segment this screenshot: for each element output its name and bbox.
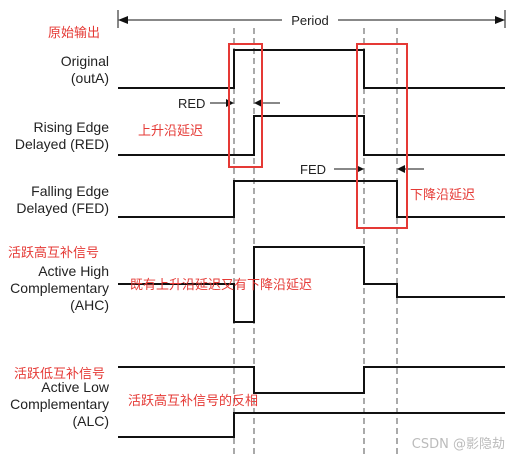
red-delay-label: RED <box>178 96 205 111</box>
falling-edge-highlight-box <box>356 43 408 229</box>
label-fed-line2: Delayed (FED) <box>16 200 109 216</box>
both-delays-note-cn: 既有上升沿延迟又有下降沿延迟 <box>130 278 312 293</box>
waveform-red <box>118 115 505 156</box>
label-alc-line2: Complementary <box>10 396 109 412</box>
period-arrowhead-left <box>118 16 128 24</box>
label-original-line1: Original <box>61 53 109 69</box>
period-arrowhead-right <box>495 16 505 24</box>
waveform-fed <box>118 180 505 218</box>
label-ahc-line2: Complementary <box>10 280 109 296</box>
red-arrowhead-right <box>254 99 262 107</box>
waveform-original <box>118 49 505 89</box>
label-ahc-line3: (AHC) <box>70 297 109 313</box>
rising-delay-note-cn: 上升沿延迟 <box>138 124 203 139</box>
waveform-alc-lower <box>118 412 505 438</box>
output-label-cn: 原始输出 <box>48 25 100 41</box>
period-label: Period <box>291 13 329 28</box>
ahc-title-cn: 活跃高互补信号 <box>8 245 99 261</box>
alc-title-cn: 活跃低互补信号 <box>14 367 105 382</box>
fed-arrowhead-right <box>397 165 405 173</box>
label-alc-line1: Active Low <box>41 379 110 395</box>
waveform-alc-upper <box>118 366 505 394</box>
label-red-line1: Rising Edge <box>34 119 110 135</box>
rising-edge-highlight-box <box>228 43 263 168</box>
alc-inverse-note-cn: 活跃高互补信号的反相 <box>128 393 258 409</box>
label-ahc-line1: Active High <box>38 263 109 279</box>
csdn-watermark: CSDN @影隐劫 <box>412 437 505 452</box>
fed-delay-label: FED <box>300 162 326 177</box>
label-red-line2: Delayed (RED) <box>15 136 109 152</box>
waveform-ahc <box>118 246 505 323</box>
label-alc-line3: (ALC) <box>72 413 109 429</box>
falling-delay-note-cn: 下降沿延迟 <box>410 188 475 203</box>
label-fed-line1: Falling Edge <box>31 183 109 199</box>
label-original-line2: (outA) <box>71 70 109 86</box>
